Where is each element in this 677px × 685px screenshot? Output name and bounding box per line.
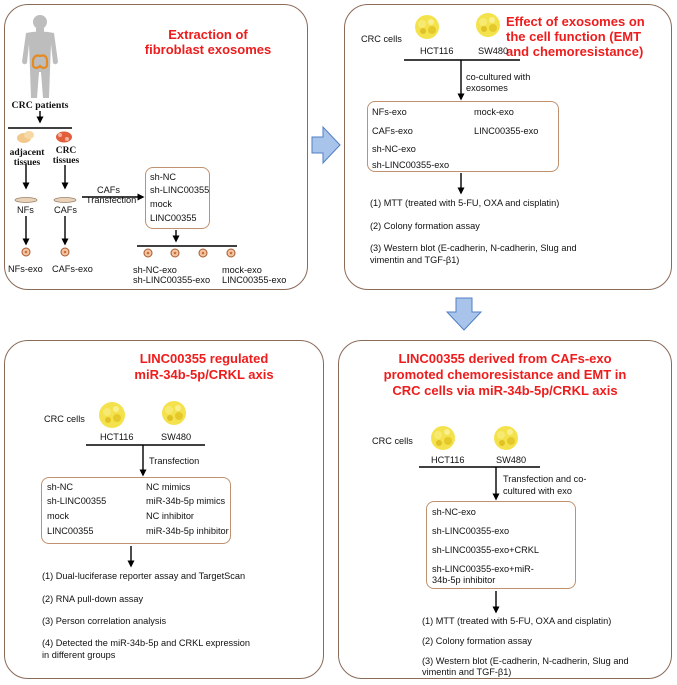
nfs-exo-label: NFs-exo [8,264,43,274]
panel1-title-line2: fibroblast exosomes [144,42,272,57]
cell-cluster-icon [431,426,455,450]
exo-sh-nc: sh-NC-exo [133,265,177,275]
panel4-groups-box [426,501,576,589]
panel2-group-mock-exo: mock-exo [474,107,514,117]
panel3-crc-cells-label: CRC cells [44,414,85,424]
cafs-exo-label: CAFs-exo [52,264,93,274]
adjacent-tissues-label-1: adjacent [9,148,45,158]
crc-tissues-label-1: CRC [55,146,77,156]
panel4-assay-3a: (3) Western blot (E-cadherin, N-cadherin… [422,656,629,666]
cell-cluster-icon [476,13,500,37]
cell-cluster-icon [494,426,518,450]
group-mock: mock [150,199,172,209]
panel3-title-line2: miR-34b-5p/CRKL axis [134,367,274,382]
panel3-group-mir-inhibitor: miR-34b-5p inhibitor [146,526,229,536]
panel4-cell-hct116: HCT116 [431,455,465,465]
panel4-group-mir-inhibitor-b: 34b-5p inhibitor [432,575,496,585]
panel4-group-sh-nc-exo: sh-NC-exo [432,507,476,517]
panel2-group-sh-nc-exo: sh-NC-exo [372,144,416,154]
panel3-group-mock: mock [47,511,69,521]
panel4-assay-2: (2) Colony formation assay [422,636,532,646]
group-sh-linc00355: sh-LINC00355 [150,185,210,195]
panel3-assay-1: (1) Dual-luciferase reporter assay and T… [42,571,246,581]
panel4-crc-cells-label: CRC cells [372,436,413,446]
cafs-label: CAFs [54,205,77,215]
panel1-groups-box [145,167,210,229]
panel2-cell-sw480: SW480 [478,46,509,56]
panel4-transfection-2: cultured with exo [503,486,572,496]
panel3-transfection-label: Transfection [149,456,200,466]
panel4-cell-sw480: SW480 [496,455,527,465]
panel3-group-nc-mimics: NC mimics [146,482,191,492]
adjacent-tissue-icon [17,131,34,143]
panel2-assay-3a: (3) Western blot (E-cadherin, N-cadherin… [370,243,577,253]
nfs-label: NFs [17,205,34,215]
panel2-assay-1: (1) MTT (treated with 5-FU, OXA and cisp… [370,198,560,208]
crc-tissue-icon [56,131,72,143]
adjacent-tissues-label-2: tissues [13,158,41,168]
panel2-groups-box [367,101,559,172]
panel2-title-line1: Effect of exosomes on [506,14,645,29]
panel2-assay-3b: vimentin and TGF-β1) [370,255,460,265]
panel3-assay-2: (2) RNA pull-down assay [42,594,144,604]
cafs-transfection-label-1: CAFs [97,185,120,195]
panel2-group-sh-linc00355-exo: sh-LINC00355-exo [372,160,450,170]
panel3-group-mir-mimics: miR-34b-5p mimics [146,496,226,506]
panel2-coculture-1: co-cultured with [466,72,531,82]
crc-tissues-label-2: tissues [52,156,80,166]
panel4-group-sh-linc00355-exo: sh-LINC00355-exo [432,526,510,536]
crc-patients-label: CRC patients [11,100,69,111]
group-linc00355: LINC00355 [150,213,197,223]
panel4-title-line1: LINC00355 derived from CAFs-exo [398,351,612,366]
panel2-group-linc00355-exo: LINC00355-exo [474,126,539,136]
panel4-transfection-1: Transfection and co- [503,474,587,484]
panel4-assay-1: (1) MTT (treated with 5-FU, OXA and cisp… [422,616,612,626]
panel2-assay-2: (2) Colony formation assay [370,221,480,231]
panel4-title-line2: promoted chemoresistance and EMT in [383,367,627,382]
panel2-coculture-2: exosomes [466,83,508,93]
panel2-group-nfs-exo: NFs-exo [372,107,407,117]
panel4-assay-3b: vimentin and TGF-β1) [422,667,512,677]
panel3-cell-hct116: HCT116 [100,432,134,442]
panel4-group-crkl: sh-LINC00355-exo+CRKL [432,545,539,555]
panel3-assay-4b: in different groups [42,650,116,660]
exo-sh-linc00355: sh-LINC00355-exo [133,275,211,285]
panel3-group-nc-inhibitor: NC inhibitor [146,511,194,521]
panel3-group-sh-linc00355: sh-LINC00355 [47,496,107,506]
cell-cluster-icon [415,15,439,39]
panel3-groups-box [41,477,231,544]
panel3-title-line1: LINC00355 regulated [139,351,269,366]
down-arrow-icon [445,297,483,331]
panel3-assay-4a: (4) Detected the miR-34b-5p and CRKL exp… [42,638,251,648]
right-arrow-icon [311,125,341,165]
panel1-title-line1: Extraction of [168,27,248,42]
panel2-cell-hct116: HCT116 [420,46,454,56]
panel3-assay-3: (3) Person correlation analysis [42,616,167,626]
cafs-transfection-label-2: Transfection [86,195,137,205]
exo-linc00355: LINC00355-exo [222,275,287,285]
panel4-title-line3: CRC cells via miR-34b-5p/CRKL axis [392,383,618,398]
cell-cluster-icon [99,402,125,428]
panel3-group-linc00355: LINC00355 [47,526,94,536]
panel2-crc-cells-label: CRC cells [361,34,402,44]
panel2-title-line3: and chemoresistance) [506,44,644,59]
panel3-cell-sw480: SW480 [161,432,192,442]
panel4-group-mir-inhibitor-a: sh-LINC00355-exo+miR- [432,564,534,574]
panel2-title-line2: the cell function (EMT [506,29,642,44]
panel3-group-sh-nc: sh-NC [47,482,74,492]
group-sh-nc: sh-NC [150,172,177,182]
exo-mock: mock-exo [222,265,262,275]
cell-cluster-icon [162,401,186,425]
panel2-group-cafs-exo: CAFs-exo [372,126,413,136]
